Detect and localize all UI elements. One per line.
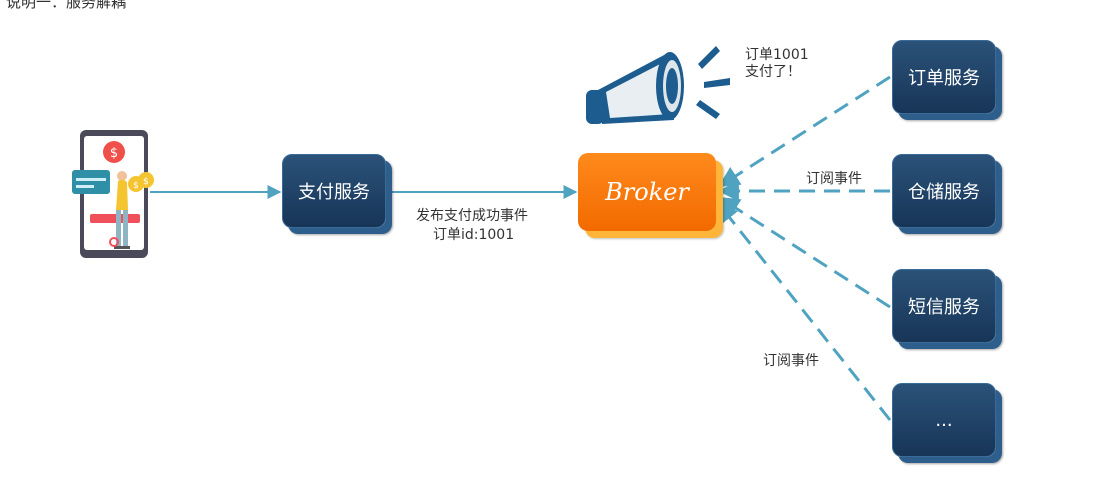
subscribe-label-bottom: 订阅事件 xyxy=(763,353,819,369)
storage-service-node: 仓储服务 xyxy=(892,154,996,228)
payment-phone-icon: $ $ $ xyxy=(70,128,160,268)
order-subscribe-arrow xyxy=(718,75,891,188)
svg-text:$: $ xyxy=(133,181,139,191)
broker-node: Broker xyxy=(578,153,716,231)
subscribe-label-top: 订阅事件 xyxy=(806,171,862,187)
announcement-text: 订单1001 支付了！ xyxy=(745,47,809,81)
storage-service-label: 仓储服务 xyxy=(908,182,980,203)
svg-text:$: $ xyxy=(110,146,118,161)
megaphone-icon xyxy=(580,38,740,138)
svg-text:$: $ xyxy=(143,177,149,187)
page-title: 说明一：服务解耦 xyxy=(6,0,127,11)
announcement-line1: 订单1001 xyxy=(745,47,809,63)
broker-label: Broker xyxy=(605,178,689,206)
more-subscribe-arrow xyxy=(716,201,892,421)
order-service-node: 订单服务 xyxy=(892,40,996,114)
more-services-label: ... xyxy=(935,409,953,431)
announcement-line2: 支付了！ xyxy=(745,64,801,80)
sms-subscribe-arrow xyxy=(718,196,891,309)
publish-event-label: 发布支付成功事件 xyxy=(416,208,528,224)
sms-service-label: 短信服务 xyxy=(908,297,980,318)
payment-service-node: 支付服务 xyxy=(282,154,386,228)
more-services-node: ... xyxy=(892,383,996,457)
sms-service-node: 短信服务 xyxy=(892,269,996,343)
order-service-label: 订单服务 xyxy=(908,68,980,89)
payment-service-label: 支付服务 xyxy=(298,182,370,203)
publish-order-id-label: 订单id:1001 xyxy=(433,227,515,243)
